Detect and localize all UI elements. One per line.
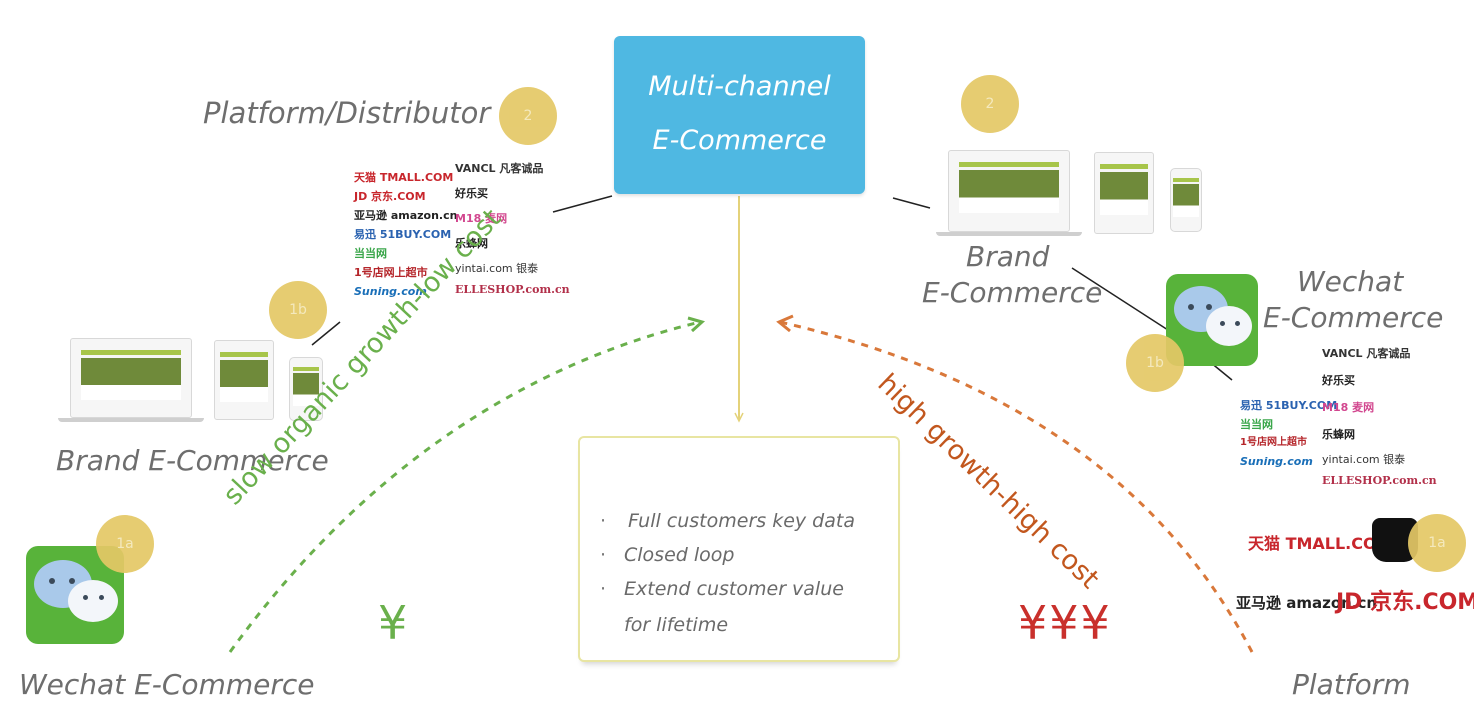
logo-elleshop: ELLESHOP.com.cn	[455, 283, 570, 296]
connector-platform-distributor	[552, 195, 613, 213]
logo-51buy: 易迅 51BUY.COM	[354, 228, 452, 241]
logo-amazon-large: 亚马逊 amazon.cn	[1236, 594, 1378, 612]
logo-yintai: yintai.com 银泰	[1322, 453, 1406, 466]
logo-51buy: 易迅 51BUY.COM	[1240, 399, 1338, 412]
benefit-item: Closed loop	[600, 538, 855, 572]
wechat-eye	[99, 595, 104, 600]
high-growth-arrowhead	[776, 314, 794, 333]
hub-title-line1: Multi-channel	[648, 71, 831, 102]
slow-growth-arrowhead	[687, 316, 706, 333]
right-wechat-line2: E-Commerce	[1263, 301, 1444, 334]
logo-m18: M18 麦网	[455, 212, 508, 225]
right-phone-image	[1170, 168, 1202, 232]
left-brand-ecommerce-label: Brand E-Commerce	[56, 444, 329, 477]
connector-right-brand	[892, 197, 931, 209]
wechat-eye	[1235, 321, 1240, 326]
wechat-eye	[1188, 304, 1194, 310]
benefit-item-continuation: for lifetime	[624, 614, 729, 636]
logo-okbuy: 好乐买	[1322, 374, 1355, 387]
slow-growth-arrow	[228, 320, 701, 653]
wechat-eye	[1220, 321, 1225, 326]
wechat-eye	[49, 578, 55, 584]
connector-right-wechat	[1071, 267, 1169, 331]
wechat-eye	[1206, 304, 1212, 310]
badge-right-wechat: 1b	[1126, 334, 1184, 392]
logo-yhd: 1号店网上超市	[1240, 437, 1307, 448]
badge-left-platform-distributor: 2	[499, 87, 557, 145]
right-brand-line1: Brand	[966, 240, 1050, 273]
right-logos-col2: VANCL 凡客诚品 好乐买 M18 麦网 乐蜂网 yintai.com 银泰 …	[1322, 347, 1437, 487]
badge-right-platform: 1a	[1408, 514, 1466, 572]
right-platform-label: Platform	[1292, 668, 1411, 701]
wechat-eye	[83, 595, 88, 600]
tablet-image	[214, 340, 274, 420]
logo-tmall-large: 天猫 TMALL.COM	[1248, 534, 1393, 553]
laptop-base	[58, 418, 204, 422]
logo-dangdang: 当当网	[354, 247, 387, 260]
logo-lefeng: 乐蜂网	[455, 237, 488, 250]
logo-okbuy: 好乐买	[455, 187, 488, 200]
high-growth-arrow	[779, 320, 1254, 653]
phone-image	[289, 357, 323, 421]
logo-suning: Suning.com	[354, 285, 427, 298]
badge-left-brand: 1b	[269, 281, 327, 339]
benefits-box: Full customers key data Closed loop Exte…	[578, 436, 900, 662]
logo-vancl: VANCL 凡客诚品	[1322, 347, 1411, 360]
logo-suning: Suning.com	[1240, 455, 1313, 468]
benefit-item: Extend customer value	[600, 572, 855, 606]
logo-jd: JD 京东.COM	[354, 190, 426, 203]
wechat-eye	[69, 578, 75, 584]
right-wechat-logo-icon	[1166, 274, 1258, 366]
logo-vancl: VANCL 凡客诚品	[455, 162, 544, 175]
platform-distributor-label: Platform/Distributor	[203, 96, 491, 130]
benefits-list: Full customers key data Closed loop Exte…	[600, 504, 855, 644]
hub-title-line2: E-Commerce	[652, 125, 827, 156]
logo-jd-large: JD 京东.COM	[1336, 590, 1474, 615]
benefit-item: Full customers key data	[600, 504, 855, 538]
right-laptop-image	[948, 150, 1070, 232]
badge-left-wechat: 1a	[96, 515, 154, 573]
multichannel-hub: Multi-channel E-Commerce	[614, 36, 865, 194]
wechat-bubble-small	[68, 580, 118, 622]
logo-yintai: yintai.com 银泰	[455, 262, 539, 275]
logo-amazon: 亚马逊 amazon.cn	[354, 209, 458, 222]
low-cost-yen: ¥	[378, 596, 408, 650]
high-cost-yen: ¥¥¥	[1018, 596, 1112, 650]
right-laptop-base	[936, 232, 1082, 236]
left-logos-col2: VANCL 凡客诚品 好乐买 M18 麦网 乐蜂网 yintai.com 银泰 …	[455, 162, 570, 296]
right-logos-col1: 易迅 51BUY.COM 当当网 1号店网上超市 Suning.com	[1240, 399, 1338, 468]
logo-m18: M18 麦网	[1322, 401, 1375, 414]
logo-lefeng: 乐蜂网	[1322, 428, 1355, 441]
logo-elleshop: ELLESHOP.com.cn	[1322, 474, 1437, 487]
connector-left-brand	[311, 321, 341, 346]
logo-tmall: 天猫 TMALL.COM	[354, 171, 454, 184]
left-wechat-ecommerce-label: Wechat E-Commerce	[19, 668, 315, 701]
right-tablet-image	[1094, 152, 1154, 234]
right-brand-line2: E-Commerce	[922, 276, 1103, 309]
right-wechat-line1: Wechat	[1297, 265, 1404, 298]
logo-yhd: 1号店网上超市	[354, 266, 428, 279]
badge-right-brand: 2	[961, 75, 1019, 133]
laptop-image	[70, 338, 192, 418]
logo-dangdang: 当当网	[1240, 418, 1273, 431]
left-logos-col1: 天猫 TMALL.COM JD 京东.COM 亚马逊 amazon.cn 易迅 …	[354, 171, 458, 298]
hub-down-arrowhead	[734, 412, 744, 423]
wechat-bubble-small	[1206, 306, 1252, 346]
